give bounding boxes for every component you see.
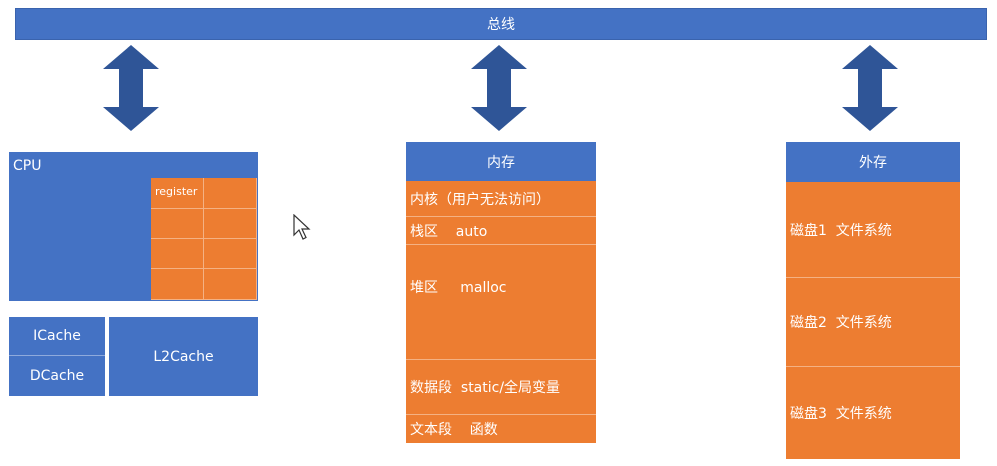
register-grid: register <box>151 178 257 300</box>
segment-label: 堆区 malloc <box>410 280 507 297</box>
disk-label: 磁盘2 文件系统 <box>790 314 892 331</box>
l2cache-label: L2Cache <box>153 348 214 365</box>
register-label: register <box>155 185 198 198</box>
disk-label: 磁盘1 文件系统 <box>790 222 892 239</box>
register-cell <box>151 239 204 269</box>
disk-2: 磁盘2 文件系统 <box>786 278 960 367</box>
storage-title: 外存 <box>859 155 887 171</box>
disk-1: 磁盘1 文件系统 <box>786 182 960 279</box>
segment-label: 栈区 auto <box>410 223 488 240</box>
segment-heap: 堆区 malloc <box>406 245 596 361</box>
cpu-block: CPU register <box>9 152 258 301</box>
disk-label: 磁盘3 文件系统 <box>790 405 892 422</box>
register-cell: register <box>151 178 204 209</box>
register-cell <box>204 239 257 269</box>
disk-3: 磁盘3 文件系统 <box>786 367 960 459</box>
dcache-label: DCache <box>29 368 85 384</box>
double-arrow-icon <box>471 45 527 131</box>
double-arrow-icon <box>842 45 898 131</box>
bus-label: 总线 <box>487 17 515 33</box>
dcache-block: DCache <box>9 356 105 396</box>
register-cell <box>204 209 257 239</box>
register-cell <box>204 269 257 300</box>
icache-block: ICache <box>9 317 105 356</box>
segment-data: 数据段 static/全局变量 <box>406 360 596 416</box>
register-cell <box>151 209 204 239</box>
segment-label: 内核（用户无法访问） <box>410 191 550 208</box>
segment-label: 数据段 static/全局变量 <box>410 380 561 397</box>
icache-label: ICache <box>33 328 81 344</box>
memory-header: 内存 <box>406 142 596 181</box>
register-cell <box>151 269 204 300</box>
mouse-cursor-icon <box>293 214 311 240</box>
storage-disks: 磁盘1 文件系统 磁盘2 文件系统 磁盘3 文件系统 <box>786 182 960 459</box>
double-arrow-icon <box>103 45 159 131</box>
storage-header: 外存 <box>786 142 960 182</box>
register-cell <box>204 178 257 209</box>
segment-stack: 栈区 auto <box>406 217 596 246</box>
l2cache-block: L2Cache <box>109 317 258 396</box>
segment-label: 文本段 函数 <box>410 422 498 439</box>
memory-segments: 内核（用户无法访问） 栈区 auto 堆区 malloc 数据段 static/… <box>406 181 596 443</box>
segment-kernel: 内核（用户无法访问） <box>406 181 596 218</box>
cpu-label: CPU <box>13 158 42 174</box>
memory-title: 内存 <box>487 154 515 171</box>
bus-bar: 总线 <box>15 8 987 40</box>
segment-text: 文本段 函数 <box>406 415 596 443</box>
